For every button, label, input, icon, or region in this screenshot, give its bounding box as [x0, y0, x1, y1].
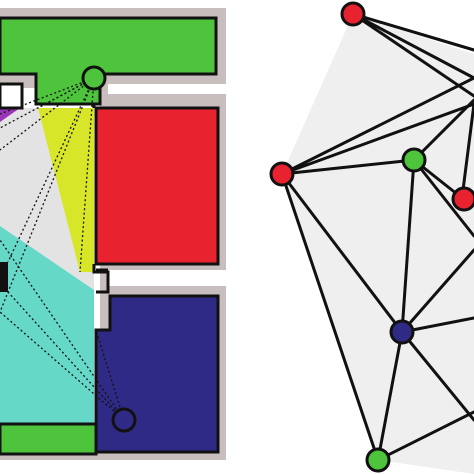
region-red — [94, 106, 220, 266]
art-gallery-panel — [0, 8, 226, 460]
region-green-top — [0, 16, 218, 106]
left-step — [0, 262, 8, 292]
vertex-red-right — [451, 186, 474, 212]
vertex-blue-center — [389, 319, 415, 345]
vertex-green-middle — [401, 147, 427, 173]
triangulation-faces — [282, 14, 474, 474]
triangulation-panel — [269, 1, 474, 474]
guard-top — [81, 65, 107, 91]
vertex-red-top — [340, 1, 366, 27]
region-yellow — [38, 108, 94, 272]
region-cyan — [0, 226, 94, 424]
region-green-bottom — [0, 422, 98, 456]
vertex-green-bottom — [365, 447, 391, 473]
left-notch — [0, 82, 24, 110]
vertex-red-left — [269, 161, 295, 187]
region-navy — [94, 294, 220, 454]
guard-bottom — [111, 407, 137, 433]
gallery-outline — [92, 104, 110, 294]
sight-lines — [0, 77, 125, 421]
